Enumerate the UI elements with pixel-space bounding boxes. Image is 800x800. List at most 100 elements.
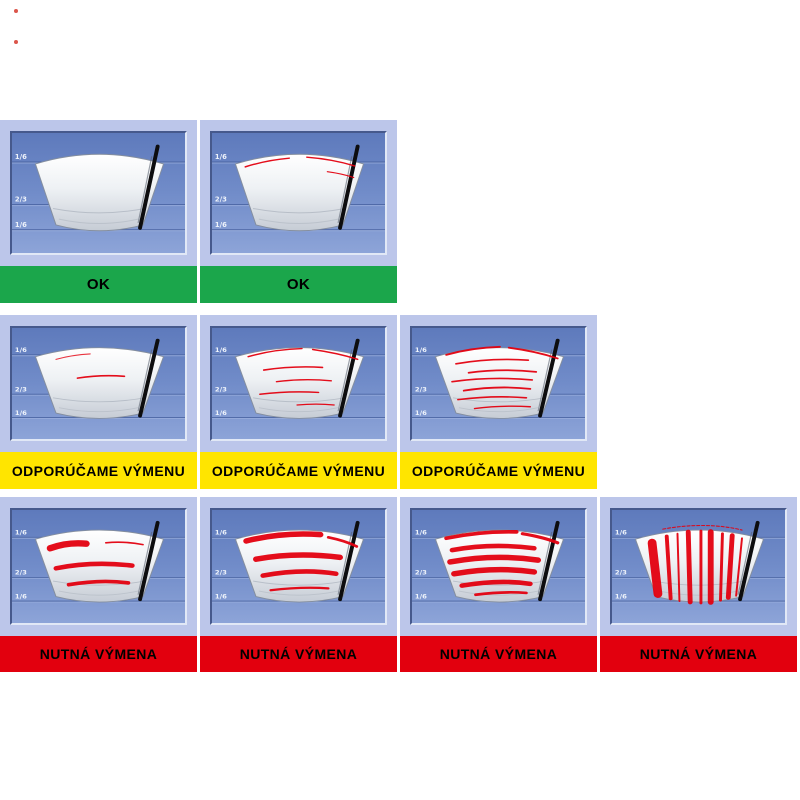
zone-label: 2/3: [215, 386, 227, 394]
wiper-diagram: 1/6 2/3 1/6: [12, 328, 185, 439]
wiper-diagram: 1/6 2/3 1/6: [212, 510, 385, 623]
status-band-recommend: ODPORÚČAME VÝMENU: [0, 452, 197, 489]
sweep-trace: [452, 580, 546, 586]
status-label: NUTNÁ VÝMENA: [239, 646, 358, 662]
wear-streaks: [55, 353, 126, 379]
zone-label: 2/3: [15, 196, 27, 204]
zone-label: 1/6: [15, 593, 27, 601]
sweep-trace: [652, 580, 746, 586]
wiper-blade-shadow: [337, 349, 353, 412]
status-band-recommend: ODPORÚČAME VÝMENU: [200, 452, 397, 489]
wiper-blade: [338, 520, 360, 602]
wiper-diagram: 1/6 2/3 1/6: [612, 510, 785, 623]
cell-recommend-1: 1/6 2/3 1/6 ODPORÚČAME VÝMENU: [0, 315, 197, 489]
zone-label: 1/6: [215, 529, 227, 537]
panel-replace-2: 1/6 2/3 1/6: [210, 508, 387, 625]
zone-label: 2/3: [15, 386, 27, 394]
panel-replace-4: 1/6 2/3 1/6: [610, 508, 787, 625]
status-band-replace: NUTNÁ VÝMENA: [400, 636, 597, 672]
cell-ok-1: 1/6 2/3 1/6 OK: [0, 120, 197, 303]
zone-label: 1/6: [415, 529, 427, 537]
wiper-diagram: 1/6 2/3 1/6: [412, 510, 585, 623]
sweep-trace: [252, 397, 346, 403]
status-label: OK: [86, 276, 111, 293]
wiper-swept-area: [34, 347, 165, 419]
wiper-swept-area: [34, 153, 165, 232]
cell-replace-2: 1/6 2/3 1/6 NUTNÁ VÝMENA: [200, 497, 397, 672]
print-mark: [14, 40, 18, 44]
zone-label: 1/6: [215, 409, 227, 417]
status-band-replace: NUTNÁ VÝMENA: [0, 636, 197, 672]
wiper-blade-shadow: [537, 349, 553, 412]
zone-label: 2/3: [215, 569, 227, 577]
sweep-trace: [258, 407, 339, 413]
status-band-ok: OK: [200, 266, 397, 303]
status-band-replace: NUTNÁ VÝMENA: [600, 636, 797, 672]
wiper-diagram: 1/6 2/3 1/6: [12, 133, 185, 253]
wiper-blade-shadow: [137, 531, 153, 595]
cell-replace-1: 1/6 2/3 1/6 NUTNÁ VÝMENA: [0, 497, 197, 672]
wiper-blade: [338, 144, 360, 230]
zone-label: 1/6: [415, 409, 427, 417]
wiper-blade: [538, 338, 560, 418]
zone-label: 2/3: [615, 569, 627, 577]
status-band-replace: NUTNÁ VÝMENA: [200, 636, 397, 672]
status-label: OK: [286, 276, 311, 293]
sweep-trace: [252, 580, 346, 586]
zone-label: 1/6: [15, 346, 27, 354]
wiper-diagram: 1/6 2/3 1/6: [212, 328, 385, 439]
wear-streaks: [243, 531, 359, 592]
wiper-blade-shadow: [537, 531, 553, 595]
panel-replace-1: 1/6 2/3 1/6: [10, 508, 187, 625]
status-label: ODPORÚČAME VÝMENU: [211, 462, 386, 479]
wiper-blade-shadow: [337, 156, 353, 224]
sweep-trace: [458, 590, 539, 596]
zone-label: 2/3: [215, 196, 227, 204]
zone-label: 1/6: [615, 529, 627, 537]
status-label: NUTNÁ VÝMENA: [39, 646, 158, 662]
cell-recommend-2: 1/6 2/3 1/6 ODPORÚČAME VÝMENU: [200, 315, 397, 489]
panel-recommend-2: 1/6 2/3 1/6: [210, 326, 387, 441]
wear-streaks: [247, 347, 359, 406]
zone-label: 1/6: [15, 409, 27, 417]
cell-recommend-3: 1/6 2/3 1/6 ODPORÚČAME VÝMENU: [400, 315, 597, 489]
wear-streaks: [244, 156, 356, 179]
cell-ok-2: 1/6 2/3 1/6 OK: [200, 120, 397, 303]
wear-streaks: [444, 529, 560, 597]
status-label: ODPORÚČAME VÝMENU: [411, 462, 586, 479]
wiper-diagram: 1/6 2/3 1/6: [12, 510, 185, 623]
zone-label: 2/3: [15, 569, 27, 577]
sweep-trace: [58, 407, 139, 413]
status-band-recommend: ODPORÚČAME VÝMENU: [400, 452, 597, 489]
wiper-blade-shadow: [737, 531, 753, 595]
zone-label: 1/6: [15, 221, 27, 229]
zone-label: 1/6: [215, 153, 227, 161]
panel-ok-2: 1/6 2/3 1/6: [210, 131, 387, 255]
status-label: NUTNÁ VÝMENA: [439, 646, 558, 662]
wiper-swept-area: [234, 347, 365, 419]
status-label: NUTNÁ VÝMENA: [639, 646, 758, 662]
wiper-blade: [138, 520, 160, 602]
zone-label: 1/6: [15, 153, 27, 161]
wear-streaks: [445, 345, 559, 410]
wiper-blade: [738, 520, 760, 602]
sweep-trace: [52, 580, 146, 586]
sweep-trace: [52, 208, 146, 214]
panel-ok-1: 1/6 2/3 1/6: [10, 131, 187, 255]
zone-label: 1/6: [215, 346, 227, 354]
zone-label: 2/3: [415, 386, 427, 394]
wiper-blade: [538, 520, 560, 602]
panel-recommend-3: 1/6 2/3 1/6: [410, 326, 587, 441]
cell-replace-4: 1/6 2/3 1/6 NUTNÁ VÝMENA: [600, 497, 797, 672]
status-band-ok: OK: [0, 266, 197, 303]
zone-label: 1/6: [215, 221, 227, 229]
zone-label: 1/6: [615, 593, 627, 601]
wiper-swept-area: [234, 153, 365, 232]
sweep-trace: [58, 218, 139, 224]
wear-streaks: [647, 524, 743, 605]
wiper-blade-shadow: [137, 349, 153, 412]
zone-label: 1/6: [215, 593, 227, 601]
wiper-blade-shadow: [137, 156, 153, 224]
wiper-blade: [138, 338, 160, 418]
status-label: ODPORÚČAME VÝMENU: [11, 462, 186, 479]
